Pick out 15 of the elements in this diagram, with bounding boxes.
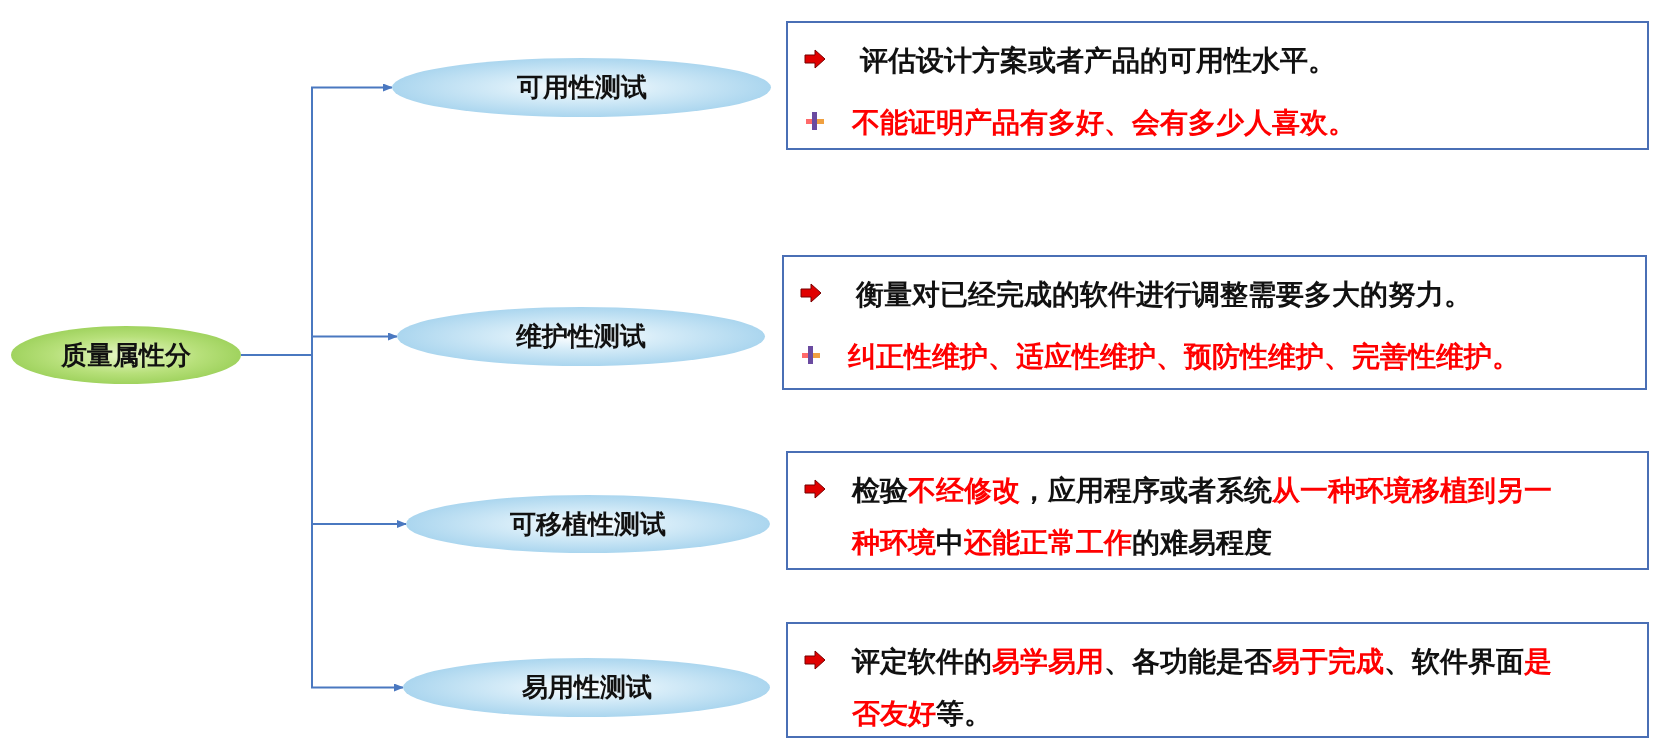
node-label: 质量属性分	[61, 338, 191, 372]
bullet-text: 衡量对已经完成的软件进行调整需要多大的努力。	[854, 277, 1473, 313]
bullet-text: 不能证明产品有多好、会有多少人喜欢。	[852, 105, 1357, 141]
node-label: 可用性测试	[516, 71, 647, 104]
text-box	[782, 255, 1647, 390]
bullet-text: 评估设计方案或者产品的可用性水平。	[858, 43, 1337, 79]
text-box	[786, 622, 1649, 738]
node-label: 易用性测试	[521, 671, 652, 704]
bullet-text: 纠正性维护、适应性维护、预防性维护、完善性维护。	[848, 339, 1521, 375]
bullet-text: 检验不经修改，应用程序或者系统从一种环境移植到另一种环境中还能正常工作的难易程度	[852, 473, 1553, 561]
bullet-text: 评定软件的易学易用、各功能是否易于完成、软件界面是否友好等。	[852, 644, 1553, 732]
node-label: 维护性测试	[516, 320, 646, 353]
node-label: 可移植性测试	[510, 507, 666, 541]
text-box	[786, 21, 1649, 150]
text-box	[786, 451, 1649, 570]
